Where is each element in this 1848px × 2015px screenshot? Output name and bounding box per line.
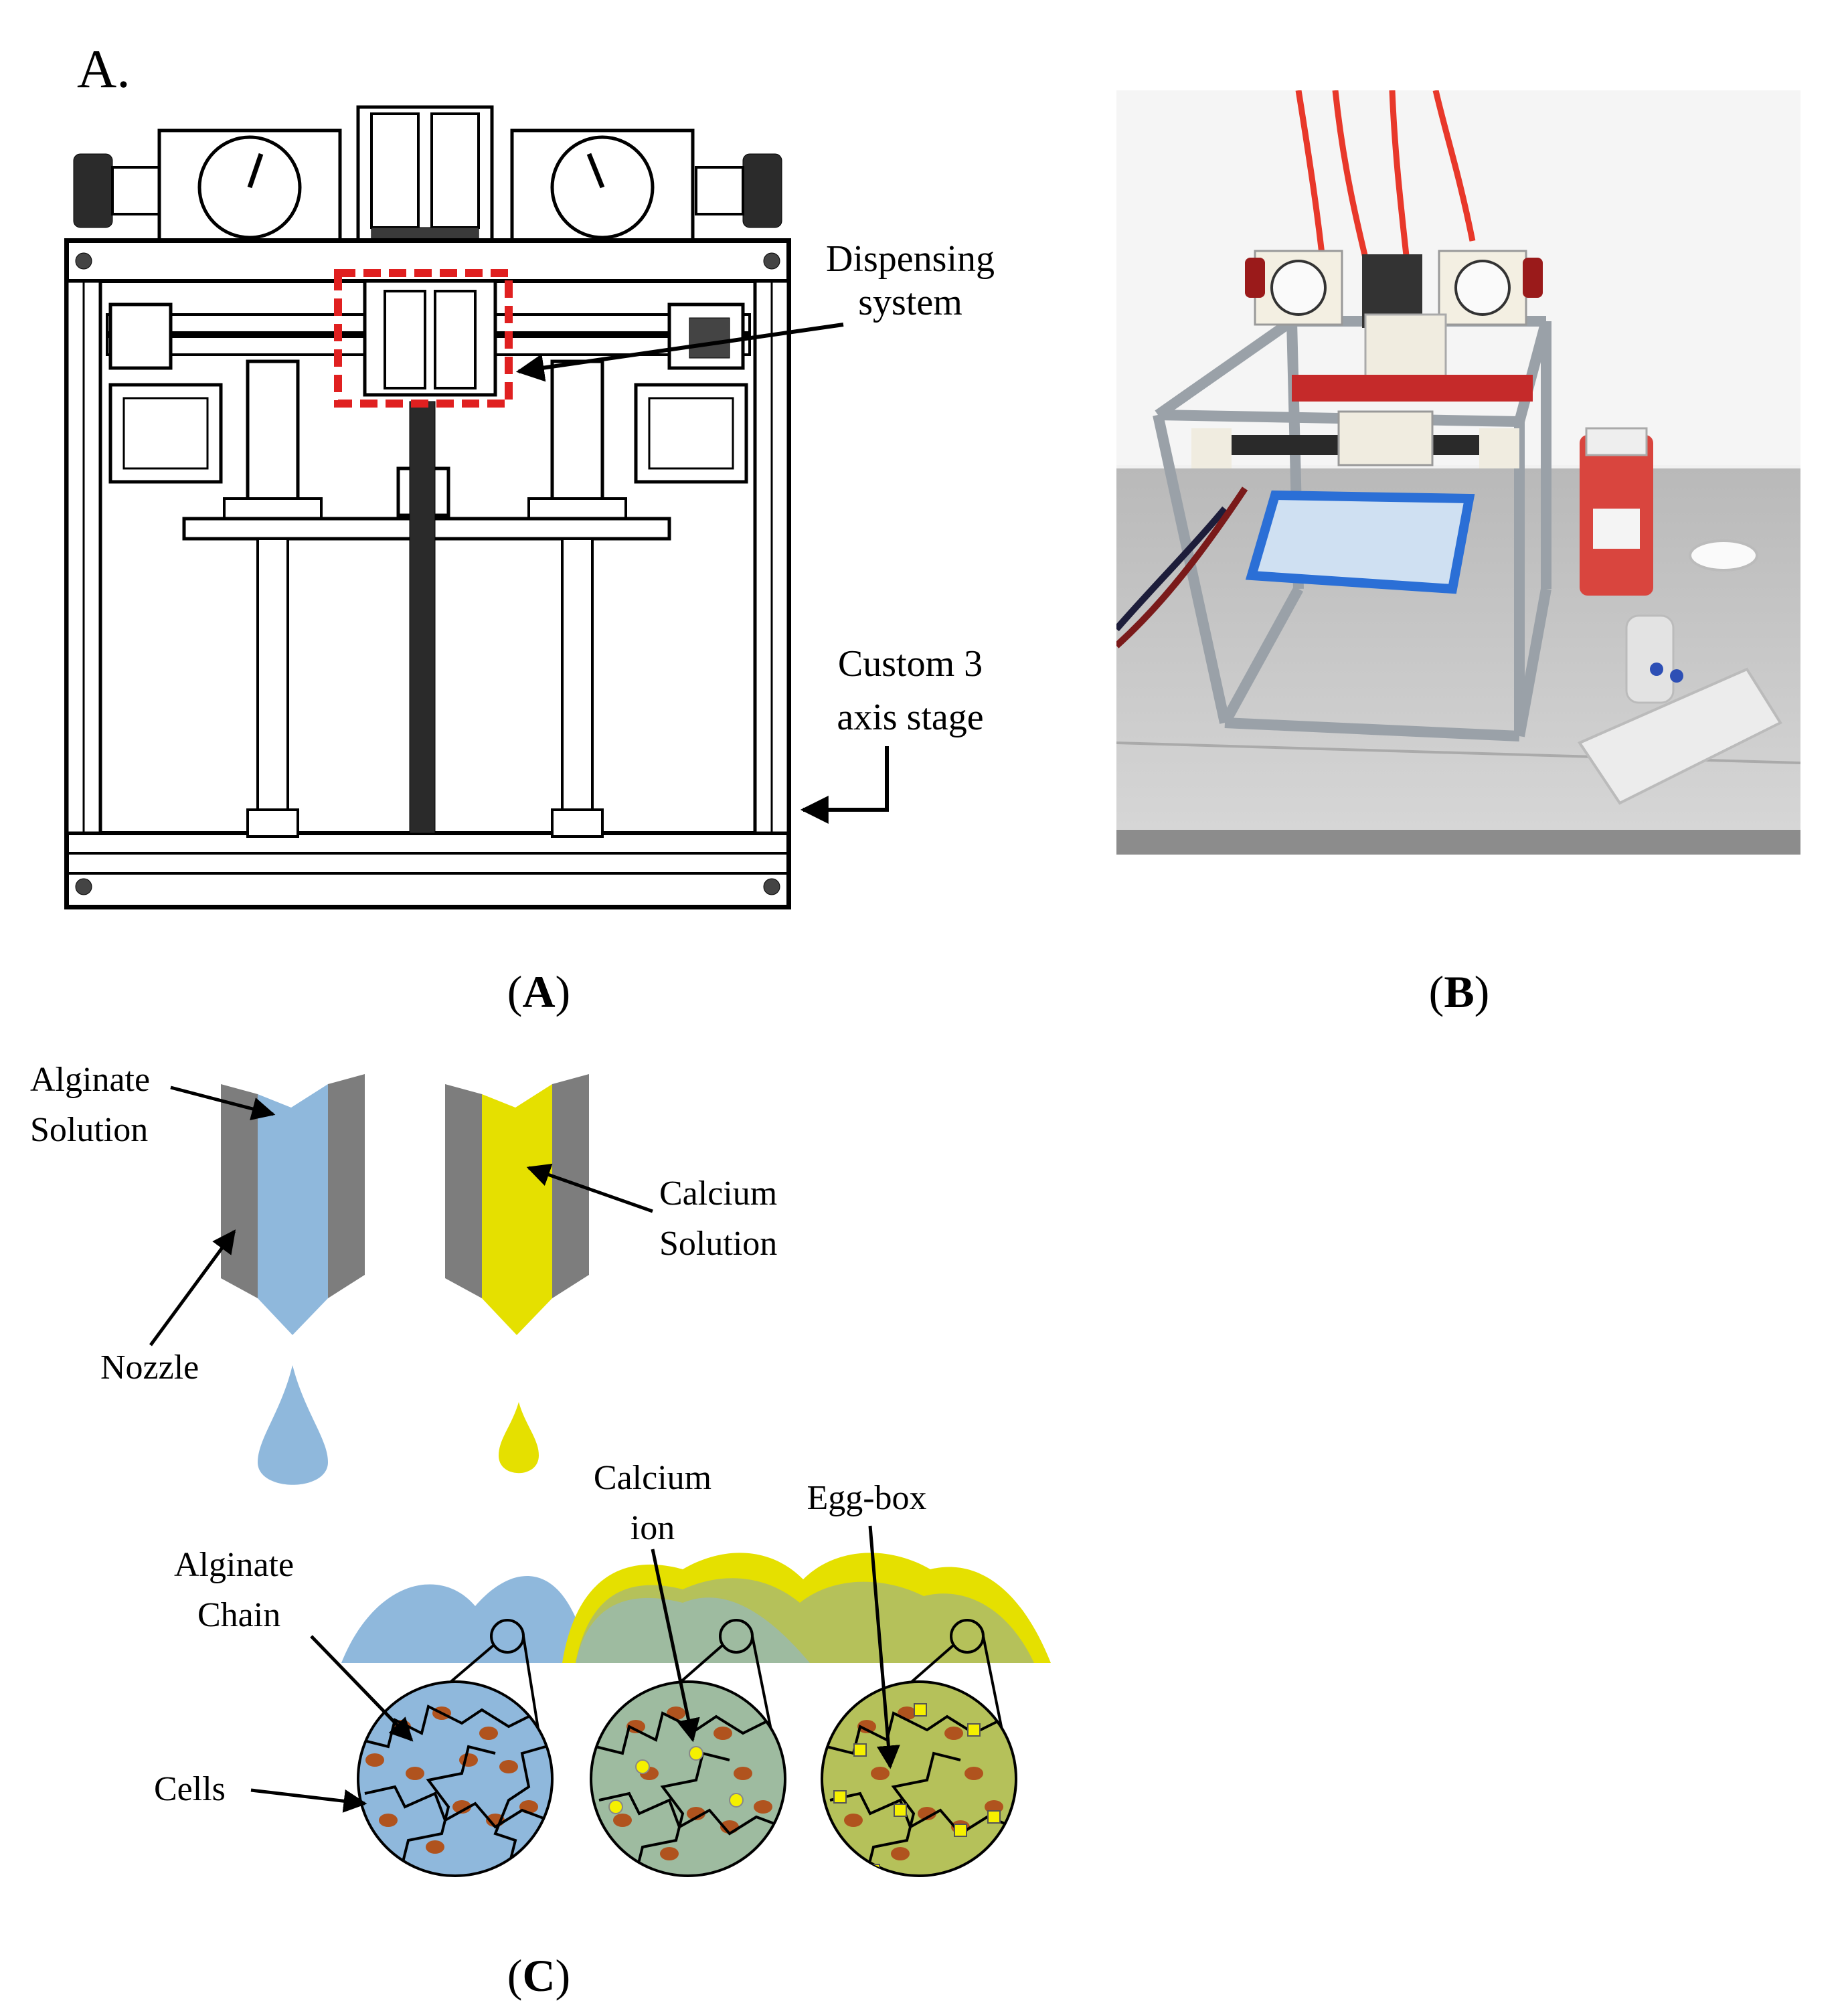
well-plate — [1245, 490, 1475, 594]
panel-a-corner-label: A. — [77, 38, 131, 99]
label-calcium-solution-2: Solution — [659, 1225, 777, 1263]
cells-arrow — [250, 1788, 367, 1813]
callout-dispensing-line2: system — [858, 282, 962, 323]
label-calcium-solution-1: Calcium — [659, 1174, 777, 1213]
lead-screw — [409, 401, 436, 834]
alginate-chain-arrow — [310, 1635, 414, 1742]
nozzle-arrow — [149, 1229, 236, 1346]
calcium-droplet — [499, 1402, 539, 1474]
magnified-egg-box — [821, 1680, 1017, 1877]
alginate-nozzle — [221, 1074, 365, 1335]
panel-b-photo — [1116, 90, 1800, 855]
calcium-solution-arrow — [526, 1163, 653, 1213]
egg-box-arrow — [868, 1525, 900, 1769]
label-nozzle: Nozzle — [100, 1348, 199, 1387]
label-egg-box: Egg-box — [807, 1479, 926, 1517]
gauge-needle-right — [586, 153, 605, 189]
label-calcium-ion-2: ion — [631, 1509, 675, 1547]
label-calcium-ion-1: Calcium — [594, 1459, 711, 1497]
stage-arrow — [800, 746, 889, 824]
bottle-cap — [1689, 539, 1758, 572]
caption-b: (B) — [1429, 966, 1490, 1017]
cells — [365, 1706, 538, 1854]
dispensing-arrow — [515, 323, 844, 382]
label-alginate-chain-2: Chain — [197, 1596, 280, 1634]
label-alginate-solution-1: Alginate — [30, 1061, 150, 1099]
label-cells: Cells — [154, 1770, 226, 1808]
knob-left-icon — [73, 153, 161, 228]
gauge-needle-left — [247, 153, 264, 189]
callout-dispensing-line1: Dispensing — [826, 238, 995, 280]
deposited-gel-layer — [341, 1553, 1051, 1663]
label-alginate-solution-2: Solution — [30, 1111, 148, 1149]
regulator-gauge-right-icon — [1454, 260, 1511, 316]
alginate-solution-arrow — [170, 1085, 276, 1120]
label-alginate-chain-1: Alginate — [174, 1546, 294, 1584]
knob-right-icon — [695, 153, 782, 228]
magnified-alginate-cells — [357, 1680, 554, 1877]
dispensing-system-highlight — [334, 269, 513, 408]
regulator-gauge-left-icon — [1270, 260, 1327, 316]
caption-c: (C) — [507, 1950, 570, 2001]
pipette-controller — [1578, 667, 1782, 805]
alginate-droplet — [258, 1365, 328, 1485]
frame-bottom-rail — [65, 831, 790, 909]
calcium-ion-arrow — [651, 1549, 700, 1743]
callout-stage-line2: axis stage — [837, 697, 983, 738]
panel-a-drawing — [64, 105, 791, 909]
magnified-calcium-ions — [590, 1680, 786, 1877]
calcium-ions — [608, 1746, 744, 1814]
calcium-nozzle — [445, 1074, 589, 1335]
callout-stage-line1: Custom 3 — [838, 643, 983, 685]
print-carriage — [1337, 410, 1434, 466]
caption-a: (A) — [507, 966, 570, 1017]
